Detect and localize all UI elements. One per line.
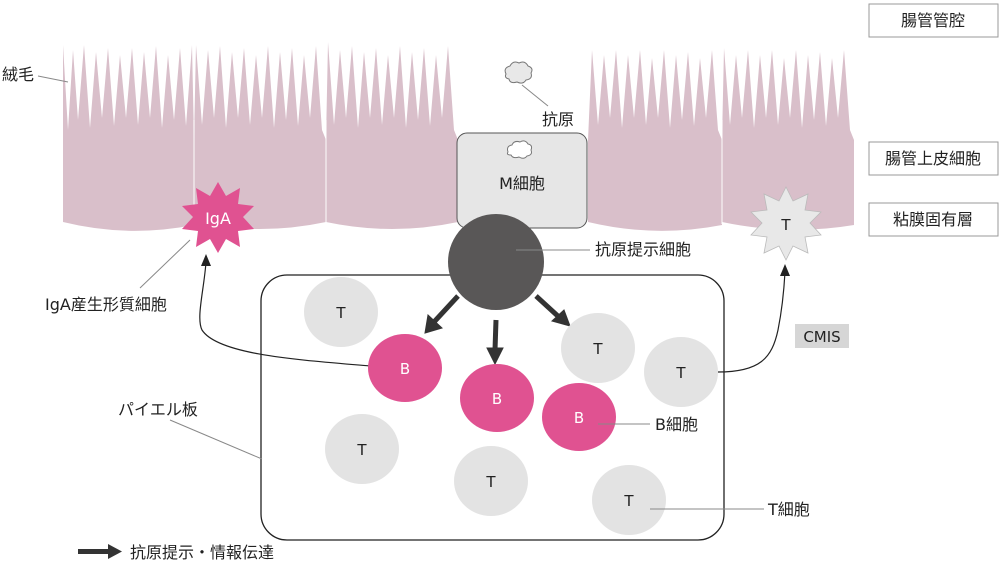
- t-to-lamina-arrow-head: [780, 264, 790, 276]
- peyer-label: パイエル板: [118, 400, 198, 419]
- villus-block-1: [63, 45, 194, 231]
- arrow-head-right: [550, 309, 571, 327]
- legend-arrow-head: [108, 544, 122, 559]
- iga-plasma-leader: [139, 239, 191, 289]
- iga-plasma-cell: [182, 182, 254, 253]
- arrow-head-left: [424, 314, 443, 334]
- antigen-leader: [521, 84, 549, 107]
- b-cell-label: B: [574, 409, 584, 427]
- t-cell-label: T: [485, 473, 496, 491]
- cmis-badge: [795, 324, 849, 348]
- t-cell: [454, 446, 528, 516]
- lamina-propria-label: 粘膜固有層: [893, 210, 973, 229]
- lumen-label: 腸管管腔: [901, 11, 965, 30]
- b-cells: B B B: [368, 334, 616, 451]
- antigen-label: 抗原: [542, 110, 574, 129]
- villus-block-3: [326, 42, 458, 229]
- t-cell-label: T: [623, 492, 634, 510]
- t-cell: [644, 337, 718, 407]
- b-cell: [460, 364, 534, 432]
- b-cell-label: B: [400, 360, 410, 378]
- b-cell: [542, 383, 616, 451]
- iga-label: IgA: [205, 209, 231, 228]
- b-to-iga-arrow-head: [201, 254, 211, 266]
- t-cell: [592, 465, 666, 535]
- villus-block-2: [194, 45, 326, 229]
- b-cell-label: B: [492, 390, 502, 408]
- t-cell: [304, 277, 378, 347]
- t-cell: [561, 313, 635, 383]
- antigen-presenting-cell: [448, 214, 544, 310]
- b-cell-name: B細胞: [655, 415, 698, 434]
- apc-label: 抗原提示細胞: [595, 240, 691, 259]
- t-cell-label: T: [335, 304, 346, 322]
- villi-layer: [63, 42, 854, 231]
- m-cell-label: M細胞: [499, 174, 545, 193]
- t-cell-label: T: [675, 364, 686, 382]
- b-cell: [368, 334, 442, 402]
- cmis-label: CMIS: [803, 328, 840, 346]
- t-cell-star: [750, 186, 822, 261]
- peyer-leader: [169, 419, 263, 460]
- lumen-box: [868, 3, 999, 38]
- legend-label: 抗原提示・情報伝達: [130, 543, 274, 562]
- t-cell-label: T: [356, 441, 367, 459]
- villus-block-4: [588, 50, 722, 231]
- t-cell-star-label: T: [780, 216, 791, 234]
- t-cell: [325, 414, 399, 484]
- lamina-propria-box: [868, 202, 999, 237]
- villi-leader: [37, 75, 69, 83]
- antigen-icon: [504, 61, 533, 84]
- arrow-head-center: [486, 347, 504, 366]
- epithelium-label: 腸管上皮細胞: [885, 149, 981, 168]
- t-to-lamina-arrow: [717, 271, 786, 373]
- villi-label: 絨毛: [2, 65, 34, 84]
- legend: 抗原提示・情報伝達: [78, 543, 274, 562]
- t-cell-label: T: [592, 340, 603, 358]
- legend-arrow-shaft: [78, 549, 110, 554]
- b-to-iga-arrow: [199, 261, 371, 367]
- t-cells: T T T T T T: [304, 277, 718, 535]
- epithelium-box: [868, 141, 999, 176]
- m-cell-antigen-icon: [506, 140, 533, 159]
- t-cell-name: T細胞: [767, 500, 810, 519]
- iga-plasma-label: IgA産生形質細胞: [45, 295, 167, 314]
- villus-block-5: [722, 48, 854, 230]
- apc-arrows: [424, 294, 571, 366]
